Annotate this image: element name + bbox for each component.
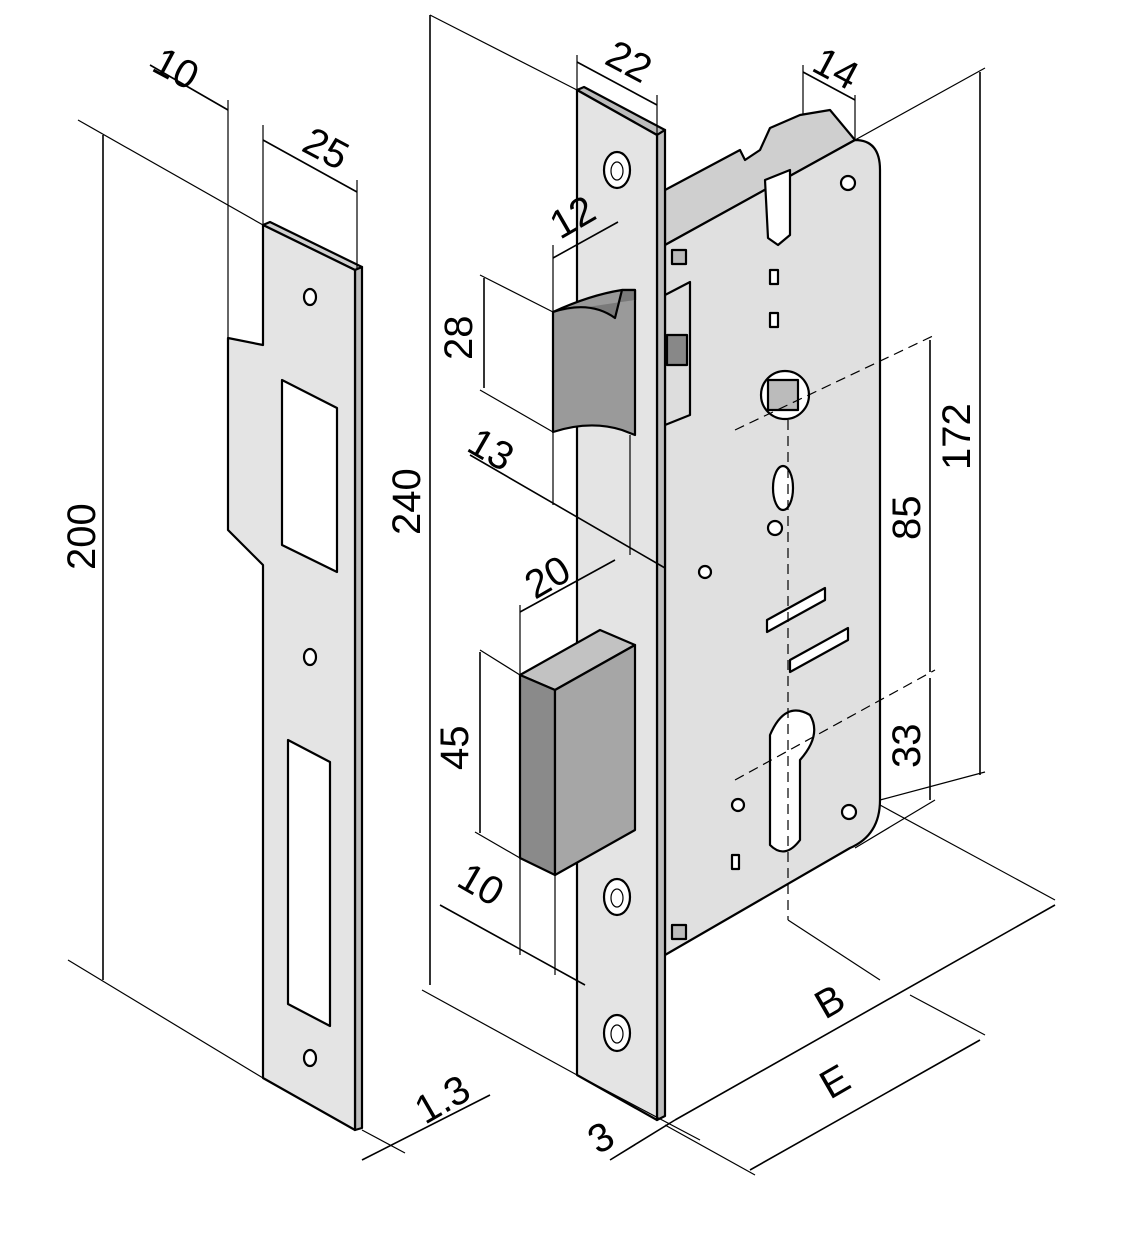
latch-bolt: [551, 288, 637, 437]
dimension-lines: [67, 14, 1056, 1176]
dim-faceplate-height: 240: [385, 468, 429, 535]
dim-latch-offset: 13: [461, 420, 522, 480]
dim-deadbolt-projection: 20: [518, 547, 579, 607]
faceplate: [575, 85, 667, 1122]
dim-top-to-cylinder: 172: [935, 403, 979, 470]
dim-cylinder-to-bottom: 33: [885, 724, 929, 769]
slot: [768, 268, 780, 286]
dim-handle-to-cylinder: 85: [885, 496, 929, 541]
dim-deadbolt-height: 45: [433, 726, 477, 771]
lock-case: [663, 108, 882, 957]
dim-notch: 10: [146, 39, 206, 99]
dim-strike-thickness: 1.3: [408, 1067, 478, 1133]
dim-deadbolt-offset: 10: [451, 855, 512, 915]
dim-strike-height: 200: [60, 503, 104, 570]
dim-case-depth: E: [813, 1056, 858, 1107]
dim-backset: B: [808, 976, 853, 1027]
strike-plate: [226, 220, 364, 1132]
dim-faceplate-thickness: 3: [581, 1114, 622, 1163]
deadbolt: [518, 628, 637, 877]
dim-strike-width: 25: [296, 119, 356, 179]
dim-latch-height: 28: [437, 316, 481, 361]
dim-body-offset: 14: [806, 39, 866, 99]
cylinder-hole: [768, 709, 816, 853]
dim-faceplate-width: 22: [599, 32, 659, 92]
